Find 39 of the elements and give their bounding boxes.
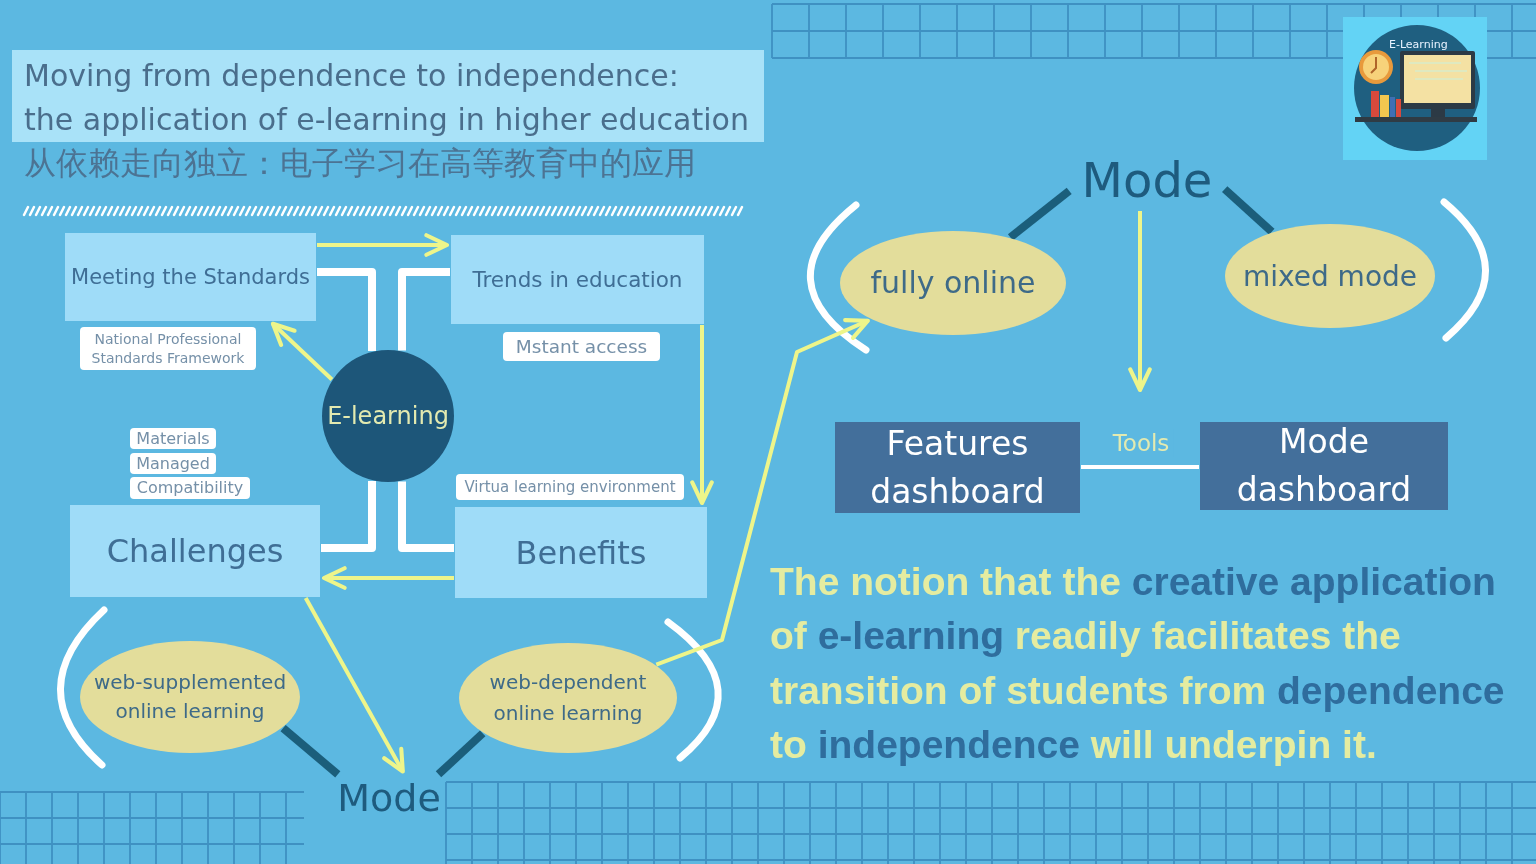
heading-text: Mode bbox=[335, 775, 443, 821]
note-tag: Materials bbox=[130, 428, 216, 449]
arrow bbox=[321, 566, 454, 590]
dashboard-box: Mode dashboard bbox=[1200, 422, 1448, 510]
oval-bubble: web-supplemented online learning bbox=[80, 641, 300, 753]
illustration-text: E-Learning bbox=[1389, 38, 1448, 52]
note-tag: National Professional Standards Framework bbox=[80, 327, 256, 370]
hub-circle: E-learning bbox=[322, 350, 454, 482]
note-tag: Managed bbox=[130, 453, 216, 474]
title-banner: Moving from dependence to independence: the application of e-learning in higher education bbox=[12, 50, 764, 142]
connector-line bbox=[317, 268, 376, 351]
connector-line bbox=[398, 481, 454, 552]
arrow bbox=[690, 325, 714, 506]
oval-bubble: mixed mode bbox=[1225, 224, 1435, 328]
topic-box: Challenges bbox=[70, 505, 320, 597]
connector-line bbox=[1222, 186, 1275, 235]
arrow bbox=[303, 596, 405, 774]
connector-line bbox=[435, 730, 486, 778]
connector-line bbox=[321, 481, 376, 552]
oval-bubble: web-dependent online learning bbox=[459, 643, 677, 753]
topic-box: Benefits bbox=[455, 507, 707, 598]
dashboard-box: Features dashboard bbox=[835, 422, 1080, 513]
connector-line bbox=[1007, 187, 1072, 241]
arrow bbox=[1128, 211, 1152, 393]
connector-line bbox=[1081, 465, 1199, 469]
note-tag: Compatibility bbox=[130, 477, 250, 499]
note-tag: Mstant access bbox=[503, 332, 660, 361]
subtitle-text: 从依赖走向独立：电子学习在高等教育中的应用 bbox=[24, 143, 696, 183]
note-tag: Virtua learning environment bbox=[456, 474, 684, 500]
arrow bbox=[655, 318, 870, 667]
heading-text: Mode bbox=[1070, 150, 1224, 210]
topic-box: Meeting the Standards bbox=[65, 233, 316, 321]
arrow bbox=[270, 321, 334, 381]
oval-bubble: fully online bbox=[840, 231, 1066, 335]
topic-box: Trends in education bbox=[451, 235, 704, 324]
arrow bbox=[317, 233, 450, 257]
connector-line bbox=[280, 725, 341, 778]
connector-line bbox=[398, 268, 450, 351]
statement-text: The notion that the creative application of e-learning readily facilitates the transition of students from dependence to independence will underpin it. bbox=[770, 559, 1506, 768]
